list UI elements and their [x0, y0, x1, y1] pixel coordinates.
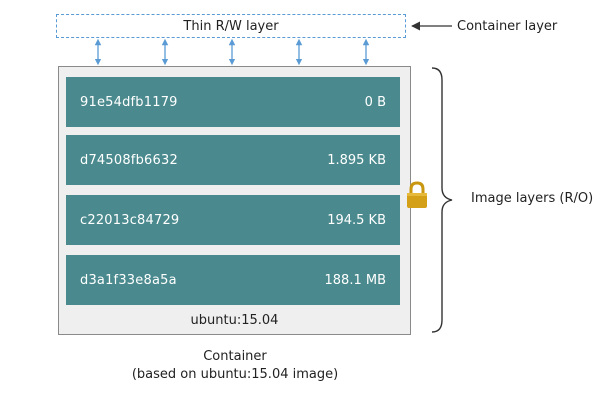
layer-size: 1.895 KB — [327, 152, 386, 168]
layer-id: c22013c84729 — [80, 212, 180, 228]
image-layers-brace — [431, 67, 453, 333]
container-layer-label: Container layer — [457, 19, 558, 34]
rw-arrows — [94, 38, 370, 66]
container-caption-detail: (based on ubuntu:15.04 image) — [131, 367, 339, 382]
layer-size: 0 B — [364, 94, 386, 110]
lock-icon — [407, 181, 427, 208]
image-layer: c22013c84729 194.5 KB — [66, 195, 400, 245]
image-name: ubuntu:15.04 — [190, 313, 279, 328]
image-layer: d3a1f33e8a5a 188.1 MB — [66, 255, 400, 305]
image-layer: d74508fb6632 1.895 KB — [66, 135, 400, 185]
image-layers-label: Image layers (R/O) — [471, 191, 594, 206]
thin-rw-layer-label: Thin R/W layer — [183, 18, 279, 34]
layer-size: 194.5 KB — [327, 212, 386, 228]
layer-id: d3a1f33e8a5a — [80, 272, 177, 288]
thin-rw-layer: Thin R/W layer — [56, 14, 406, 38]
layer-id: d74508fb6632 — [80, 152, 178, 168]
layer-id: 91e54dfb1179 — [80, 94, 178, 110]
container-caption: Container — [203, 349, 267, 364]
layer-size: 188.1 MB — [324, 272, 386, 288]
image-layer: 91e54dfb1179 0 B — [66, 77, 400, 127]
